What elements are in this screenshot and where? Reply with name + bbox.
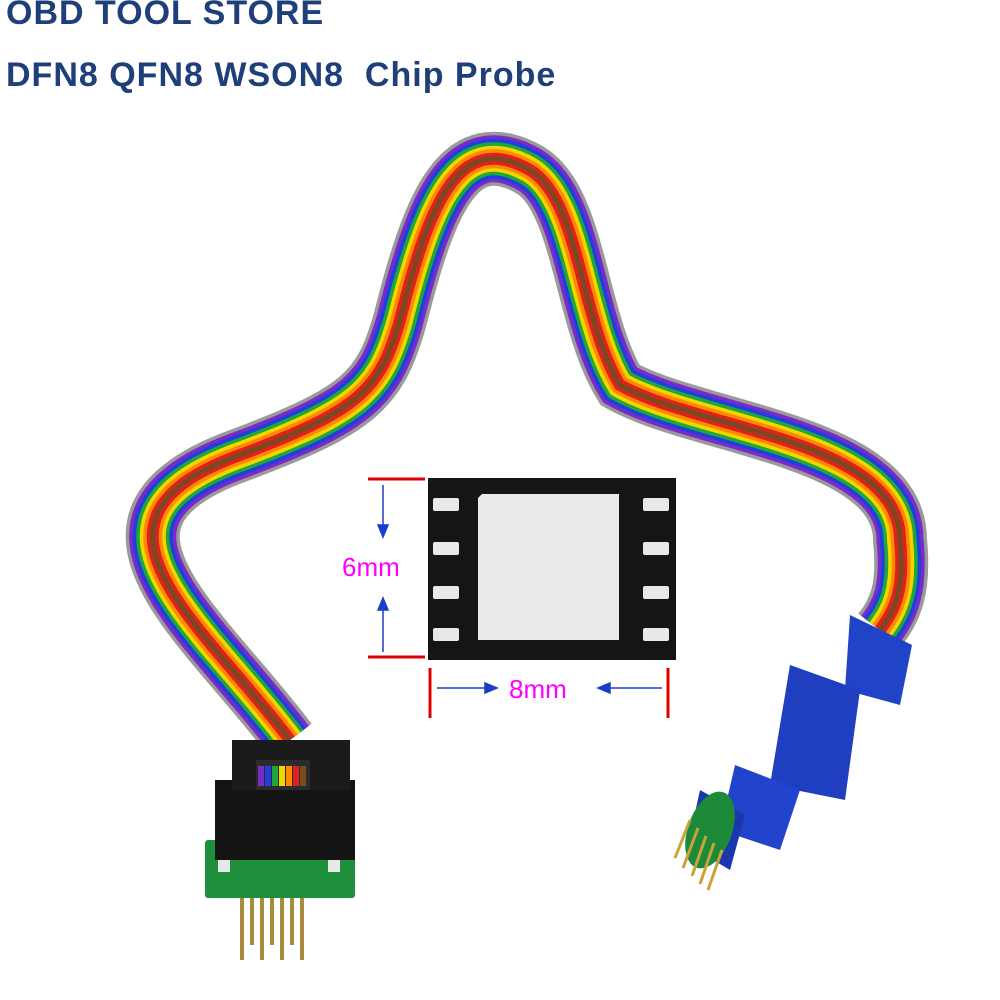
probe-head (673, 615, 912, 891)
product-title: DFN8 QFN8 WSON8 Chip Probe (6, 56, 557, 94)
width-dimension-label: 8mm (509, 674, 567, 704)
adapter-pins (240, 898, 304, 960)
probe-pins (673, 819, 724, 891)
connector-wire-loops (258, 766, 306, 786)
store-name: OBD TOOL STORE (6, 0, 325, 32)
chip-pads (433, 498, 669, 641)
chip-dimension-diagram: 6mm 8mm (342, 462, 685, 724)
height-dimension-label: 6mm (342, 552, 400, 582)
dimension-markers (368, 477, 670, 718)
dimension-arrows (376, 485, 662, 695)
chip-center-pad (478, 494, 619, 640)
idc-connector-adapter (205, 740, 355, 960)
